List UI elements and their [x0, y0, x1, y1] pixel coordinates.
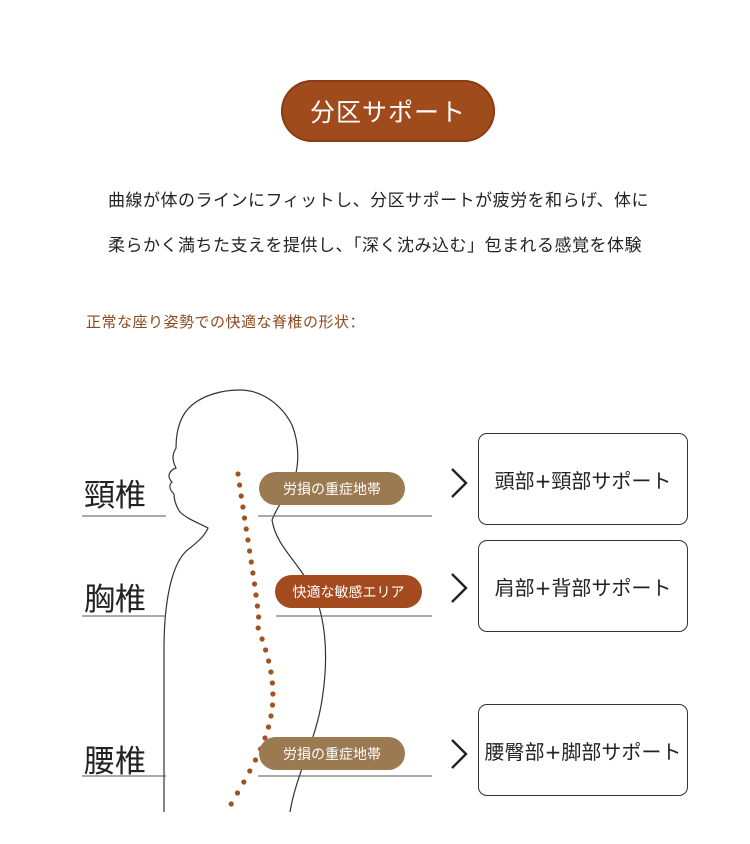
spine-dot — [251, 581, 258, 587]
page-title: 分区サポート — [309, 98, 466, 127]
spine-dot — [270, 691, 276, 697]
spine-dot — [235, 471, 241, 477]
spine-dot — [228, 801, 234, 807]
spine-dot — [243, 526, 249, 532]
spine-dot — [252, 757, 259, 763]
spine-dot — [241, 515, 248, 521]
label-cervical: 頸椎 — [84, 478, 146, 514]
spine-dot — [248, 559, 254, 565]
spine-dot — [263, 647, 269, 653]
spine-dot — [254, 603, 260, 609]
spine-dot — [237, 482, 243, 488]
title-pill: 分区サポート — [281, 80, 495, 142]
spine-dot — [234, 790, 241, 796]
description-line-1: 曲線が体のラインにフィットし、分区サポートが疲労を和らげ、体に — [108, 191, 649, 211]
chevron-right-icon — [451, 468, 468, 498]
spine-dot — [265, 724, 272, 730]
spine-dot — [255, 625, 261, 631]
spine-dot — [247, 768, 253, 774]
spine-dot — [268, 669, 274, 675]
spine-dot — [266, 658, 272, 664]
spine-dots — [228, 471, 276, 807]
tag-cervical: 労損の重症地帯 — [259, 472, 405, 505]
body-silhouette-illustration — [82, 389, 432, 813]
support-box-shoulder-back: 肩部+背部サポート — [478, 540, 688, 632]
spine-dot — [241, 779, 247, 785]
spine-dot — [268, 713, 274, 719]
subheading: 正常な座り姿勢での快適な脊椎の形状： — [86, 313, 366, 331]
label-lumbar: 腰椎 — [84, 744, 146, 780]
spine-dot — [269, 680, 275, 686]
spine-dot — [247, 548, 253, 554]
spine-dot — [238, 493, 244, 499]
spine-dot — [256, 614, 262, 620]
description-line-2: 柔らかく満ちた支えを提供し、「深く沈み込む」包まれる感覚を体験 — [108, 236, 642, 256]
spine-dot — [269, 702, 276, 708]
spine-dot — [240, 504, 246, 510]
support-box-waist-legs: 腰臀部+脚部サポート — [478, 704, 688, 796]
spine-dot — [250, 570, 256, 576]
chevron-right-icon — [451, 739, 468, 769]
spine-dot — [245, 537, 251, 543]
chevron-right-icon — [451, 573, 468, 603]
head-outline — [163, 389, 299, 812]
support-box-head-neck: 頭部+頸部サポート — [478, 433, 688, 525]
tag-lumbar: 労損の重症地帯 — [259, 737, 405, 770]
label-thoracic: 胸椎 — [84, 582, 146, 618]
spine-dot — [253, 592, 259, 598]
spine-dot — [259, 636, 265, 642]
tag-thoracic: 快適な敏感エリア — [275, 575, 422, 608]
